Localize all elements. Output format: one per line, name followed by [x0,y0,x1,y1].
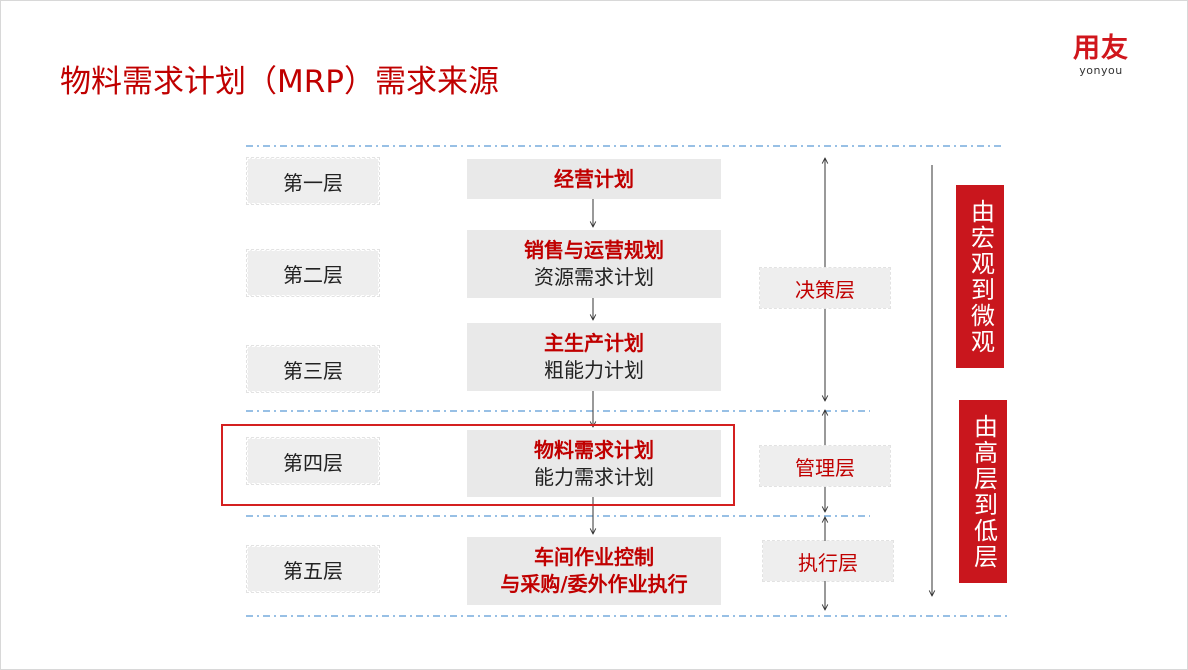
layer-label-4: 第四层 [246,437,380,485]
logo-sub-text: yonyou [1079,64,1123,77]
yonyou-logo: 用友 yonyou [1066,34,1136,77]
page-title: 物料需求计划（MRP）需求来源 [60,64,499,100]
plan-primary-4: 物料需求计划 [534,437,654,462]
layer-label-5: 第五层 [246,545,380,593]
layer-label-1: 第一层 [246,157,380,205]
plan-secondary-4: 能力需求计划 [534,464,654,489]
plan-secondary-3: 粗能力计划 [544,358,644,382]
plan-box-mps: 主生产计划 粗能力计划 [467,323,721,391]
highlight-frame-layer-4 [221,424,735,506]
category-execution: 执行层 [762,540,894,582]
plan-box-business: 经营计划 [467,159,721,199]
logo-main-text: 用友 [1073,33,1129,64]
plan-secondary-5: 与采购/委外作业执行 [500,572,688,596]
plan-primary-5: 车间作业控制 [534,545,654,569]
layer-label-2: 第二层 [246,249,380,297]
plan-box-execution: 车间作业控制 与采购/委外作业执行 [467,537,721,605]
plan-primary-1: 经营计划 [554,166,634,191]
plan-secondary-2: 资源需求计划 [534,265,654,289]
category-management: 管理层 [759,445,891,487]
plan-box-sop: 销售与运营规划 资源需求计划 [467,230,721,298]
side-text-1: 由宏观到微观 [966,198,995,355]
plan-box-mrp: 物料需求计划 能力需求计划 [467,430,721,497]
side-box-high-low: 由高层到低层 [959,400,1007,583]
plan-primary-3: 主生产计划 [544,331,644,355]
side-box-macro-micro: 由宏观到微观 [956,185,1004,368]
plan-primary-2: 销售与运营规划 [524,238,664,262]
layer-label-3: 第三层 [246,345,380,393]
category-decision: 决策层 [759,267,891,309]
side-text-2: 由高层到低层 [969,413,998,570]
